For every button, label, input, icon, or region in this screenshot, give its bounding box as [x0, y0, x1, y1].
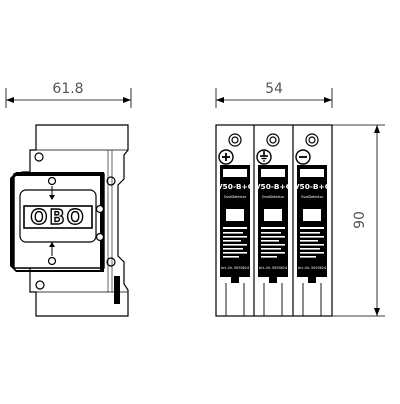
side-key-marker-bottom	[47, 242, 57, 266]
front-width-label: 54	[265, 81, 283, 97]
side-width-label: 61.8	[52, 81, 83, 97]
module-2-order-number: Art.-Nr. 5093624	[259, 266, 287, 270]
module-1-spec-block	[223, 227, 247, 258]
front-width-dimension: 54	[215, 81, 333, 108]
module-1-status-window	[226, 209, 244, 221]
module-2-subtitle: OvolDetector	[262, 195, 285, 199]
height-label: 90	[352, 211, 368, 229]
module-1-model: V50-B+C	[217, 182, 253, 191]
side-plug-screw-top	[95, 204, 105, 214]
module-2-model: V50-B+C	[255, 182, 291, 191]
module-3: V50-B+C OvolDetector Art.-Nr. 5093624	[294, 133, 330, 316]
front-view: 54 90 V50-B+C OvolDetector	[215, 81, 385, 317]
side-hole-bottom-right	[106, 257, 116, 267]
module-3-order-number: Art.-Nr. 5093624	[298, 266, 326, 270]
module-2-status-window	[264, 209, 282, 221]
side-view: 61.8 OBO	[5, 81, 132, 317]
side-key-marker-top	[47, 176, 57, 200]
side-plug-screw-bottom	[95, 232, 105, 242]
module-2-spec-block	[261, 227, 285, 258]
module-3-spec-block	[300, 227, 324, 258]
module-3-model: V50-B+C	[294, 182, 330, 191]
side-hole-bottom-left	[35, 280, 45, 290]
side-hole-top-right	[106, 176, 116, 186]
side-hole-top-left	[34, 152, 44, 162]
obo-logo: OBO	[23, 204, 93, 230]
module-3-status-window	[303, 209, 321, 221]
side-bottom-strip	[114, 276, 120, 304]
obo-logo-text: OBO	[30, 205, 85, 229]
side-grip-panel	[19, 189, 97, 243]
module-1-order-number: Art.-Nr. 5093624	[221, 266, 249, 270]
module-1-subtitle: OvolDetector	[224, 195, 247, 199]
side-width-dimension: 61.8	[5, 81, 132, 108]
module-3-subtitle: OvolDetector	[301, 195, 324, 199]
earth-icon	[256, 149, 272, 165]
module-1: V50-B+C OvolDetector Art.-Nr. 5093624	[217, 125, 255, 316]
height-dimension: 90	[332, 124, 385, 317]
module-2: V50-B+C OvolDetector Art.-Nr. 5093624	[255, 125, 294, 316]
